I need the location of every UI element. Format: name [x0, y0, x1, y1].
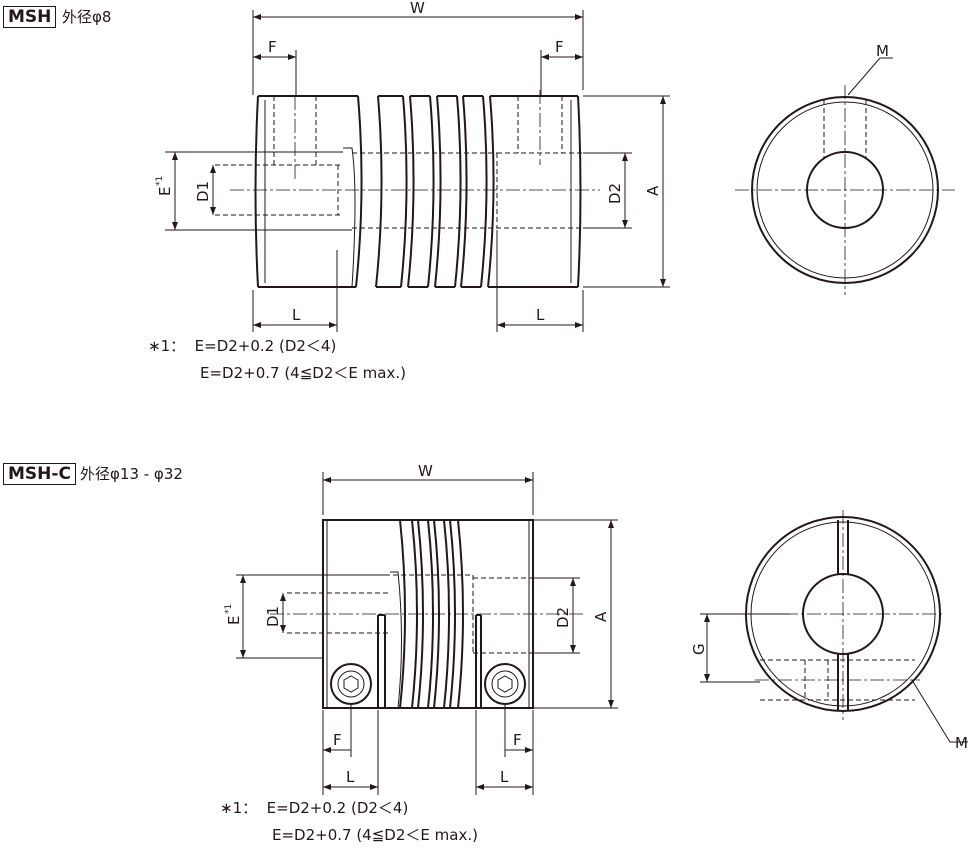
dim-d1: D1: [264, 606, 282, 627]
note-mshc-line2: E=D2+0.7 (4≦D2＜E max.): [272, 826, 478, 844]
dim-m: M: [876, 42, 889, 60]
mshc-side-view: W E *1 D1 D2 A F F L L: [224, 462, 618, 795]
dim-d2: D2: [606, 183, 624, 204]
note-msh-line2: E=D2+0.7 (4≦D2＜E max.): [200, 364, 406, 382]
dim-d1: D1: [194, 181, 212, 202]
dim-f-right: F: [555, 38, 564, 56]
spec-mshc: 外径φ13 - φ32: [80, 465, 183, 483]
dim-m: M: [955, 734, 968, 752]
msh-side-view: W F F E *1 D1 D2 A L L: [155, 0, 670, 332]
note-mshc-line1: ∗1： E=D2+0.2 (D2＜4): [220, 799, 409, 817]
msh-end-view: M: [735, 42, 955, 295]
dim-e: E: [156, 187, 174, 196]
dim-a: A: [644, 185, 662, 196]
note-msh-line1: ∗1： E=D2+0.2 (D2＜4): [148, 337, 337, 355]
model-tag-msh: MSH: [3, 6, 57, 28]
dim-g: G: [690, 643, 708, 655]
dim-l-right: L: [536, 306, 545, 324]
dim-e: E: [225, 616, 243, 625]
dim-a: A: [592, 611, 610, 622]
dim-e-note: *1: [155, 176, 165, 186]
dim-l-left: L: [346, 768, 355, 786]
dim-f-left: F: [268, 38, 277, 56]
dim-w: W: [410, 0, 425, 17]
spec-msh: 外径φ8: [62, 8, 112, 26]
dim-w: W: [418, 462, 433, 480]
dim-e-note: *1: [224, 604, 234, 614]
dim-d2: D2: [554, 607, 572, 628]
mshc-end-view: G M: [690, 510, 968, 752]
dim-l-right: L: [500, 768, 509, 786]
model-tag-mshc: MSH-C: [3, 463, 76, 485]
dim-f-left: F: [333, 731, 342, 749]
dim-f-right: F: [513, 731, 522, 749]
dim-l-left: L: [292, 306, 301, 324]
